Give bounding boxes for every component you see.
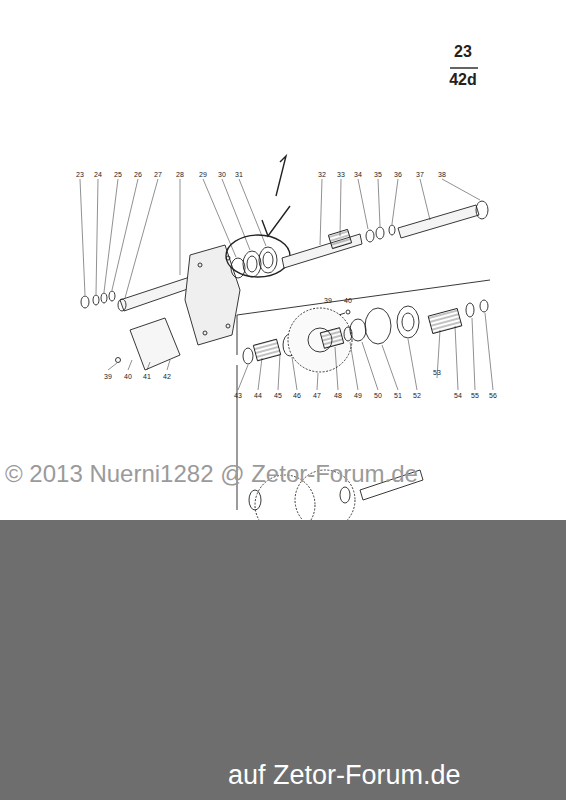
callout-number: 53 [433,369,441,376]
callout-number: 39 [104,373,112,380]
callout-number: 27 [154,171,162,178]
callout-number: 44 [254,392,262,399]
callout-number: 51 [394,392,402,399]
callout-number: 47 [313,392,321,399]
page-number: 23 [454,44,472,60]
callout-number: 45 [274,392,282,399]
callout-number: 40 [124,373,132,380]
callout-number: 34 [354,171,362,178]
callout-number: 32 [318,171,326,178]
callout-number: 39 [324,297,332,304]
callout-number: 33 [337,171,345,178]
callout-number: 25 [114,171,122,178]
watermark: © 2013 Nuerni1282 @ Zetor-Forum.de [5,462,418,486]
callout-number: 54 [454,392,462,399]
callout-number: 56 [489,392,497,399]
callout-number: 26 [134,171,142,178]
watermark: auf Zetor-Forum.de [228,762,461,789]
callout-number: 52 [413,392,421,399]
callout-number: 42 [163,373,171,380]
callout-number: 40 [344,297,352,304]
callout-number: 48 [334,392,342,399]
callout-number: 50 [374,392,382,399]
callout-number: 28 [176,171,184,178]
callout-number: 23 [76,171,84,178]
callout-number: 35 [374,171,382,178]
callout-number: 29 [199,171,207,178]
page-number: 42d [449,72,477,88]
callout-number: 36 [394,171,402,178]
callout-number: 41 [143,373,151,380]
callout-number: 55 [471,392,479,399]
callout-number: 31 [235,171,243,178]
callout-number: 46 [293,392,301,399]
callout-number: 30 [218,171,226,178]
callout-number: 24 [94,171,102,178]
callout-number: 49 [354,392,362,399]
callout-number: 38 [438,171,446,178]
callout-number: 37 [416,171,424,178]
callout-number: 43 [234,392,242,399]
